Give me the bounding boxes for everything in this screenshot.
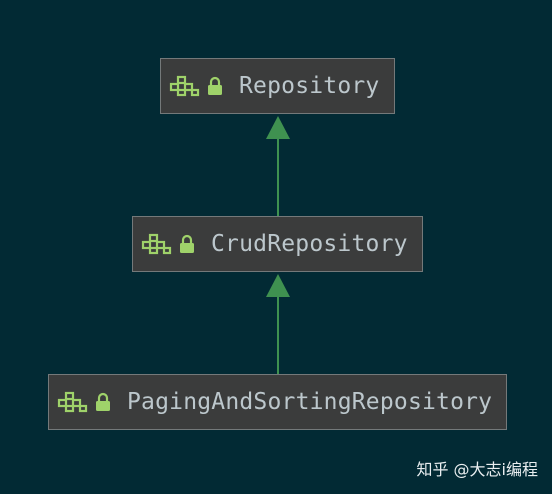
edge-crud-to-repository — [266, 116, 290, 216]
lock-icon — [208, 76, 222, 95]
node-icons — [57, 391, 113, 413]
interface-hierarchy-icon — [57, 391, 88, 413]
edge-paging-to-crud — [266, 274, 290, 374]
watermark: 知乎 @大志i编程 — [416, 460, 538, 479]
node-label: PagingAndSortingRepository — [127, 389, 493, 415]
interface-hierarchy-icon — [169, 75, 200, 97]
node-paging-and-sorting-repository[interactable]: PagingAndSortingRepository — [48, 374, 507, 430]
node-icons — [141, 233, 197, 255]
arrowhead — [266, 274, 290, 297]
interface-hierarchy-icon — [141, 233, 172, 255]
node-label: CrudRepository — [211, 231, 408, 257]
node-icons — [169, 75, 225, 97]
node-label: Repository — [239, 73, 380, 99]
node-repository[interactable]: Repository — [160, 58, 395, 114]
arrowhead — [266, 116, 290, 139]
lock-icon — [180, 234, 194, 253]
lock-icon — [96, 392, 110, 411]
node-crud-repository[interactable]: CrudRepository — [132, 216, 423, 272]
